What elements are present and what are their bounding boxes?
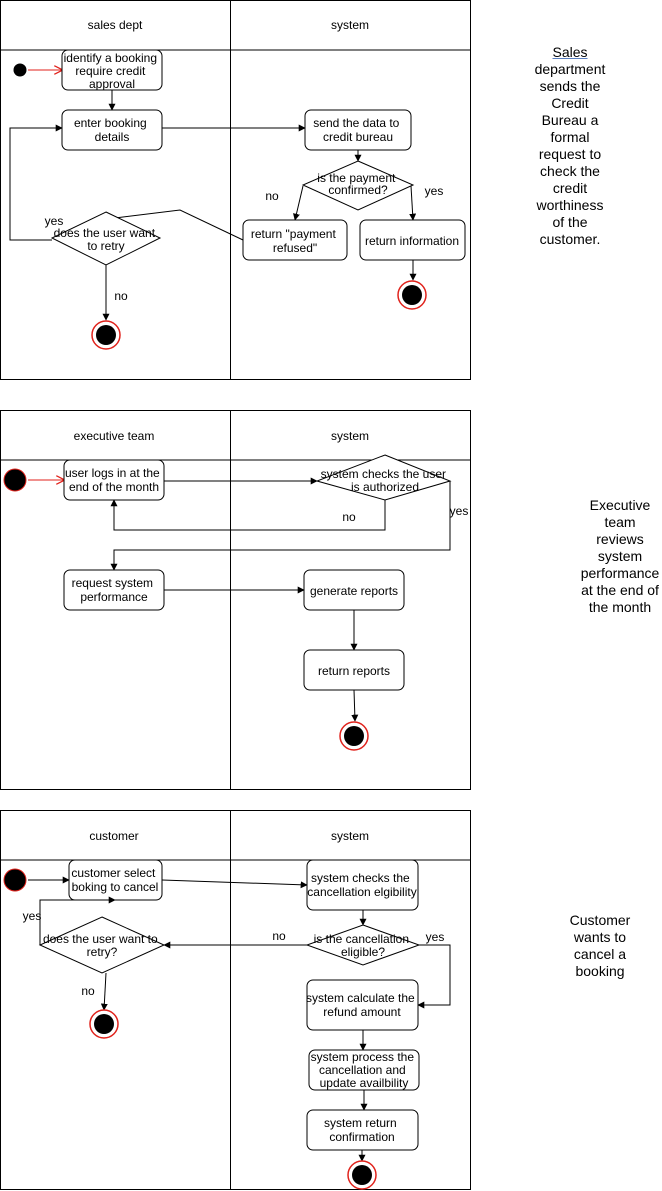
swimlane-diagram-credit-approval: sales dept system identify a booking req… — [0, 0, 471, 380]
edge-label-retry-no: no — [114, 289, 128, 303]
action-return-confirmation-label: system return confirmation — [324, 1116, 400, 1144]
swimlane-diagram-executive-reports: executive team system user logs in at th… — [0, 410, 471, 790]
action-generate-reports-label: generate reports — [310, 584, 398, 598]
flow-retry-yes-to-select — [39, 896, 116, 945]
decision-user-retry — [38, 916, 166, 974]
decision-user-authorized-label: system checks the user is authorized — [321, 467, 450, 494]
swimlane-frame — [0, 410, 471, 790]
flow-retry-yes-to-enter — [9, 124, 63, 241]
flow-return-to-end — [351, 689, 359, 722]
edge-label-no: no — [342, 510, 356, 524]
end-node — [344, 726, 364, 746]
action-calculate-refund-label: system calculate the refund amount — [306, 991, 418, 1019]
flow-check-no-to-logs — [110, 499, 386, 531]
lane-header-system: system — [331, 429, 369, 443]
start-node — [3, 468, 27, 492]
lane-header-system: system — [331, 829, 369, 843]
decision-user-retry-label: does the user want to retry — [54, 226, 159, 253]
action-request-system-performance-label: request system performance — [72, 576, 157, 604]
flow-check-yes-to-request — [110, 481, 451, 571]
swimlane-frame — [0, 0, 471, 380]
action-process-cancellation-label: system process the cancellation and upda… — [311, 1050, 418, 1090]
end-node — [352, 1165, 372, 1185]
action-return-payment-refused-label: return "payment refused" — [251, 227, 339, 255]
flow-retry-no-to-end — [100, 972, 108, 1011]
start-node — [13, 63, 27, 77]
flow-payment-to-info — [409, 185, 417, 221]
action-enter-booking-details-label: enter booking details — [74, 116, 150, 144]
edge-label-no: no — [265, 189, 279, 203]
edge-label-yes-right: yes — [426, 930, 445, 944]
decision-cancellation-eligible — [305, 924, 421, 966]
edge-label-no-mid: no — [272, 929, 286, 943]
lane-header-sales-dept: sales dept — [88, 18, 143, 32]
action-return-information-label: return information — [365, 234, 459, 248]
decision-cancellation-eligible-label: is the cancellation eligible? — [314, 932, 413, 959]
swimlane-frame — [0, 810, 471, 1190]
decision-payment-confirmed — [301, 160, 415, 211]
end-node — [402, 285, 422, 305]
lane-header-executive-team: executive team — [74, 429, 155, 443]
start-node — [3, 868, 27, 892]
decision-payment-confirmed-label: is the payment confirmed? — [317, 171, 398, 197]
edge-label-yes-left: yes — [23, 909, 42, 923]
decision-user-retry-label: does the user want to retry? — [43, 932, 161, 959]
action-user-logs-in-label: user logs in at the end of the month — [65, 466, 163, 494]
flow-payment-to-refused — [293, 185, 304, 221]
action-customer-select-booking-label: customer select boking to cancel — [71, 866, 158, 894]
note-executive-team: Executive team reviews system performanc… — [580, 497, 660, 615]
flow-refused-to-retry — [106, 209, 244, 241]
edge-label-yes: yes — [425, 184, 444, 198]
end-node — [96, 325, 116, 345]
end-node — [94, 1014, 114, 1034]
lane-header-customer: customer — [89, 829, 138, 843]
action-send-to-credit-bureau-label: send the data to credit bureau — [313, 116, 402, 144]
swimlane-diagram-cancel-booking: customer system customer select boking t… — [0, 810, 471, 1190]
flow-select-to-eligibility — [161, 879, 308, 889]
edge-label-retry-yes: yes — [45, 214, 64, 228]
action-identify-booking-label: identify a booking require credit approv… — [64, 51, 161, 91]
note-sales-department: Sales department sends the Credit Bureau… — [534, 44, 606, 247]
edge-label-yes: yes — [450, 504, 469, 518]
edge-label-no-left: no — [81, 984, 95, 998]
action-check-cancellation-eligibility-label: system checks the cancellation elgibilit… — [307, 871, 416, 899]
action-return-reports-label: return reports — [318, 664, 390, 678]
note-customer: Customer wants to cancel a booking — [569, 912, 631, 979]
flow-eligible-yes-to-calc — [417, 944, 451, 1009]
lane-header-system: system — [331, 18, 369, 32]
